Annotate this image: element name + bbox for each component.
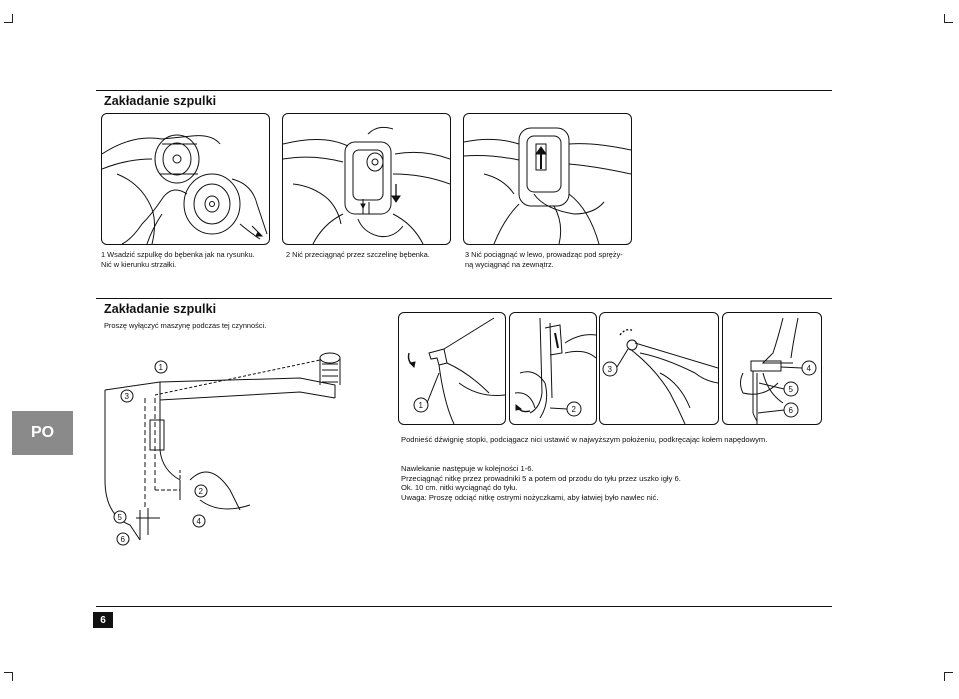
bobbin-illustration-1 [101, 113, 270, 245]
section2-intro: Proszę wyłączyć maszynę podczas tej czyn… [104, 321, 267, 330]
step-instruction: Podnieść dźwignię stopki, podciągacz nic… [401, 435, 768, 444]
caption-1: 1 Wsadzić szpulkę do bębenka jak na rysu… [101, 250, 255, 269]
threading-step-panel-2: 2 [509, 312, 597, 425]
panel1-callout: 1 [419, 401, 424, 410]
panel3-callout: 3 [608, 365, 613, 374]
panel2-callout: 2 [572, 405, 577, 414]
crop-mark-top-left [4, 14, 13, 23]
threading-step-panel-1: 1 [398, 312, 506, 425]
bobbin-illustration-2 [282, 113, 451, 245]
threading-instructions: Nawlekanie następuje w kolejności 1-6. P… [401, 464, 831, 502]
crop-mark-bottom-right [944, 672, 953, 681]
caption-3: 3 Nić pociągnąć w lewo, prowadząc pod sp… [465, 250, 623, 269]
callout-3: 3 [125, 392, 130, 401]
section2-top-rule [96, 298, 832, 299]
crop-mark-top-right [944, 14, 953, 23]
instruction-line-1: Nawlekanie następuje w kolejności 1-6. [401, 464, 534, 473]
callout-5: 5 [118, 513, 123, 522]
instruction-line-2: Przeciągnąć nitkę przez prowadniki 5 a p… [401, 473, 681, 483]
callout-6: 6 [121, 535, 126, 544]
threading-step-panel-4: 4 5 6 [722, 312, 822, 425]
threading-diagram: 1 3 2 4 5 6 [104, 352, 341, 546]
panel4-callout-6: 6 [789, 406, 794, 415]
threading-step-panel-3: 3 [599, 312, 719, 425]
bobbin-illustration-3 [463, 113, 632, 245]
caption-2: 2 Nić przeciągnąć przez szczelinę bębenk… [286, 250, 430, 259]
instruction-line-3: Ok. 10 cm. nitki wyciągnąć do tyłu. [401, 483, 518, 493]
callout-4: 4 [197, 517, 202, 526]
language-tab: PO [12, 411, 73, 455]
section1-title: Zakładanie szpulki [104, 94, 217, 108]
callout-2: 2 [199, 487, 204, 496]
section1-top-rule [96, 90, 832, 91]
crop-mark-bottom-left [4, 672, 13, 681]
page-number: 6 [93, 612, 113, 628]
panel4-callout-5: 5 [789, 385, 794, 394]
instruction-line-4: Uwaga: Proszę odciąć nitkę ostrymi nożyc… [401, 492, 659, 502]
section2-title: Zakładanie szpulki [104, 302, 217, 316]
footer-rule [96, 606, 832, 607]
callout-1: 1 [159, 363, 164, 372]
panel4-callout-4: 4 [807, 364, 812, 373]
